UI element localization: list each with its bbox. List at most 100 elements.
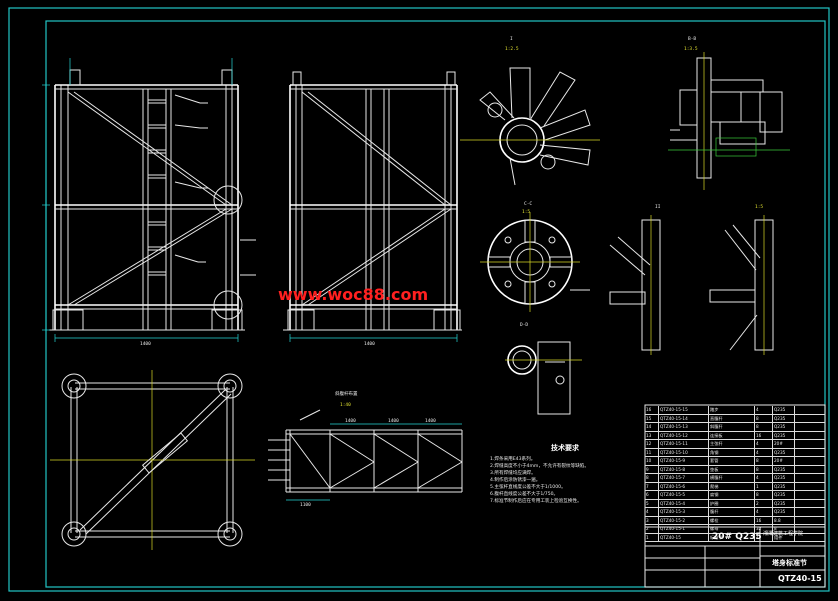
- bom-cell: 爬梯: [709, 482, 755, 490]
- dim-frame1-width: 1400: [140, 341, 151, 347]
- elevation-view-2: 1400: [283, 71, 462, 347]
- bom-cell: QTZ40-15-1: [659, 525, 709, 533]
- bom-cell: 16: [645, 406, 659, 414]
- bom-cell: 8: [755, 414, 773, 422]
- bom-cell: 踏步: [709, 406, 755, 414]
- bom-cell: 2: [755, 499, 773, 507]
- bom-cell: Q235: [773, 508, 795, 516]
- school-text: 湘潭建筑工程学院: [763, 531, 804, 537]
- bom-cell: QTZ40-15-4: [659, 499, 709, 507]
- lattice-scale: 1:40: [340, 402, 351, 408]
- section-c-view: C-C 1:5: [480, 201, 590, 312]
- bom-cell: Q235: [773, 474, 795, 482]
- bom-cell: 角钢: [709, 448, 755, 456]
- bom-cell: Q235: [773, 406, 795, 414]
- bom-cell: QTZ40-15-7: [659, 474, 709, 482]
- bom-cell: QTZ40-15-2: [659, 516, 709, 524]
- bom-cell: 腹杆: [709, 508, 755, 516]
- detail-ii-scale: 1:5: [755, 204, 763, 210]
- lattice-dim-2: 1400: [388, 418, 399, 424]
- note-line: 5.主弦杆直线度公差不大于1/1000。: [490, 485, 566, 490]
- bom-cell: 15: [645, 414, 659, 422]
- section-d-view: D-D: [505, 322, 582, 415]
- detail-i-label: I: [510, 36, 513, 42]
- lattice-dim-3: 1400: [425, 418, 436, 424]
- bom-cell: 斜腹杆: [709, 423, 755, 431]
- bom-cell: 8.8: [773, 516, 795, 524]
- detail-ii-label: II: [655, 204, 661, 210]
- bom-cell: 横腹杆: [709, 474, 755, 482]
- bom-cell: 8: [773, 525, 795, 533]
- note-line: 7.标准节制作后应在专用工装上检验互换性。: [490, 499, 582, 504]
- bom-cell: 11: [645, 448, 659, 456]
- bom-cell: 直腹杆: [709, 414, 755, 422]
- bom-cell: 4: [755, 406, 773, 414]
- bom-cell: 32: [755, 525, 773, 533]
- bom-cell: QTZ40-15-14: [659, 414, 709, 422]
- bom-cell: 20#: [773, 440, 795, 448]
- bom-cell: 8: [755, 491, 773, 499]
- part-name-text: 塔身标准节: [772, 559, 807, 567]
- bom-cell: Q235: [773, 423, 795, 431]
- bom-cell: 3: [645, 516, 659, 524]
- bom-cell: 护圈: [709, 499, 755, 507]
- bom-cell: 14: [645, 423, 659, 431]
- bom-cell: 16: [755, 516, 773, 524]
- bom-cell: 8: [755, 465, 773, 473]
- bom-cell: 套管: [709, 457, 755, 465]
- section-d-label: D-D: [520, 322, 528, 328]
- section-b-scale: 1:3.5: [684, 46, 698, 52]
- bom-cell: 8: [755, 423, 773, 431]
- bom-cell: 13: [645, 431, 659, 439]
- bom-cell: Q235: [773, 414, 795, 422]
- section-b-view: B-B 1:3.5: [668, 36, 790, 190]
- bom-cell: 7: [645, 482, 659, 490]
- bom-cell: 4: [755, 474, 773, 482]
- drawing-no-text: QTZ40-15: [778, 574, 822, 583]
- section-b-label: B-B: [688, 36, 696, 42]
- bom-cell: Q235: [773, 431, 795, 439]
- lattice-view: 斜腹杆布置 1:40 1400 1400 1400 1100: [268, 390, 463, 508]
- bom-cell: 16: [755, 431, 773, 439]
- bom-cell: 2: [645, 525, 659, 533]
- bom-cell: 4: [755, 440, 773, 448]
- notes-heading: 技术要求: [551, 444, 579, 452]
- bom-cell: Q235: [773, 465, 795, 473]
- notes-list: 1.焊条采用E43系列。2.焊缝高度不小于4mm，不允许有裂纹等缺陷。3.所有焊…: [490, 456, 640, 505]
- note-line: 2.焊缝高度不小于4mm，不允许有裂纹等缺陷。: [490, 464, 589, 469]
- bom-cell: QTZ40-15-3: [659, 508, 709, 516]
- outer-border: [8, 7, 830, 592]
- bom-cell: Q235: [773, 482, 795, 490]
- bom-cell: 10: [645, 457, 659, 465]
- bom-cell: QTZ40-15-8: [659, 465, 709, 473]
- bom-cell: 主弦杆: [709, 440, 755, 448]
- bom-cell: 1: [755, 482, 773, 490]
- lattice-dim-1: 1400: [345, 418, 356, 424]
- bom-cell: 5: [645, 499, 659, 507]
- bom-cell: QTZ40-15-12: [659, 431, 709, 439]
- note-line: 6.腹杆直线度公差不大于1/750。: [490, 492, 559, 497]
- bom-cell: 4: [755, 448, 773, 456]
- elevation-view-1: 1400: [42, 58, 256, 347]
- detail-view-i: I 1:2.5: [460, 36, 600, 186]
- bom-cell: Q235: [773, 448, 795, 456]
- detail-circle-ii: [213, 290, 243, 320]
- bom-cell: 扁钢: [709, 491, 755, 499]
- bom-cell: QTZ40-15-6: [659, 482, 709, 490]
